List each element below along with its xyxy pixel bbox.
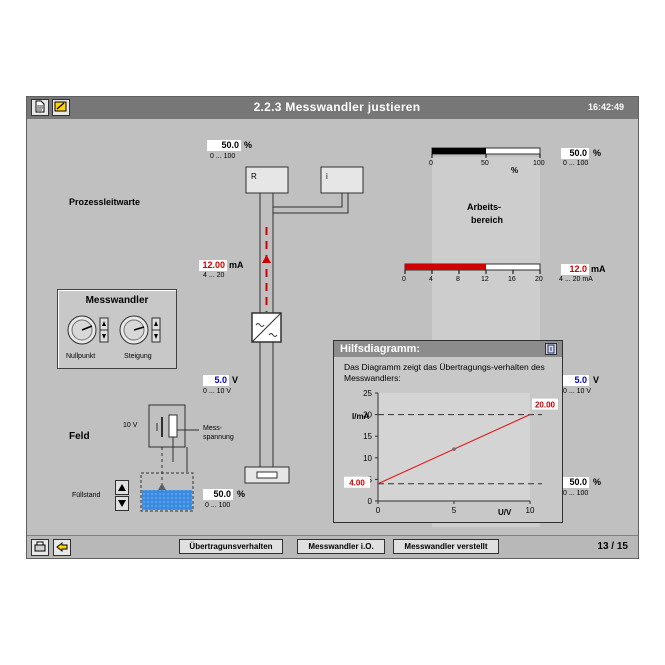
pct-bar-axis-label: % (511, 166, 519, 175)
tank (140, 472, 194, 512)
fill-down-button[interactable] (115, 496, 129, 511)
fuellstand-label: Füllstand (72, 492, 101, 499)
feld-label: Feld (69, 431, 90, 442)
i-block-label: i (326, 172, 328, 181)
uebertragungsverhalten-button[interactable]: Übertragunsverhalten (179, 539, 283, 554)
cur-bar-tick-20: 20 (535, 276, 543, 283)
voltage-range: 0 ... 10 V (203, 388, 232, 395)
right-current-range: 4 ... 20 mA (559, 276, 593, 283)
cur-bar-tick-8: 8 (456, 276, 460, 283)
right-percent-unit: % (593, 148, 602, 158)
right-voltage-range: 0 ... 10 V (563, 388, 592, 395)
back-icon[interactable] (53, 539, 71, 556)
chart-annotation-box (344, 476, 370, 488)
r-block (245, 166, 289, 194)
right-percent-value: 50.0 (561, 148, 589, 159)
pct-bar-tick-0: 0 (429, 160, 433, 167)
pct-bar-tick-100: 100 (533, 160, 545, 167)
right-current-value: 12.0 (561, 264, 589, 275)
printer-icon[interactable] (31, 539, 49, 556)
cur-bar-tick-4: 4 (429, 276, 433, 283)
chart-y-tick-label: 0 (368, 497, 373, 506)
chart-annotation-box (532, 398, 558, 410)
mess-label: Mess- (203, 425, 223, 432)
voltage-value: 5.0 (203, 375, 229, 386)
window-title: 2.2.3 Messwandler justieren (253, 100, 421, 114)
voltage-unit: V (232, 375, 239, 385)
chart-x-tick-label: 10 (526, 506, 535, 515)
chart-y-tick-label: 5 (368, 475, 373, 484)
help-title-bar: Hilfsdiagramm: (334, 341, 562, 357)
voltage-source-label: 10 V (123, 422, 138, 429)
chart-x-tick-label: 0 (376, 506, 381, 515)
r-block-label: R (251, 172, 257, 181)
top-percent-value: 50.0 (207, 140, 241, 151)
right-current-unit: mA (591, 264, 606, 274)
current-arrow (262, 255, 271, 263)
chart-y-tick-label: 15 (363, 432, 372, 441)
cur-bar-tick-12: 12 (481, 276, 489, 283)
prozessleitwarte-label: Prozessleitwarte (69, 197, 141, 207)
messwandler-io-button[interactable]: Messwandler i.O. (297, 539, 385, 554)
right-bottom-percent-range: 0 ... 100 (563, 490, 589, 497)
right-bottom-percent-unit: % (593, 477, 602, 487)
help-chart: 0 5 10 15 20 25 0 5 10 I/mA U/V 20.00 4.00 (344, 389, 558, 517)
help-title: Hilfsdiagramm: (340, 343, 421, 355)
cur-bar-tick-16: 16 (508, 276, 516, 283)
knobs (67, 315, 161, 345)
steigung-label: Steigung (124, 353, 152, 360)
help-window: Hilfsdiagramm: Das Diagramm zeigt das Üb… (333, 340, 563, 523)
arbeitsbereich-label-2: bereich (471, 215, 504, 225)
fill-percent-range: 0 ... 100 (205, 502, 231, 509)
current-value: 12.00 (199, 260, 227, 271)
info-icon[interactable] (545, 343, 557, 355)
percent-bar-fill (432, 148, 486, 154)
right-voltage-value: 5.0 (563, 375, 589, 386)
edit-icon[interactable] (52, 99, 70, 116)
page-indicator: 13 / 15 (597, 541, 628, 552)
chart-y-tick-label: 10 (363, 454, 372, 463)
messwandler-panel: Messwandler Nullpunkt Steigung (57, 289, 177, 369)
messwandler-verstellt-button[interactable]: Messwandler verstellt (393, 539, 499, 554)
chart-x-label: U/V (498, 508, 512, 517)
right-bottom-percent-value: 50.0 (561, 477, 589, 488)
fill-percent-unit: % (237, 489, 246, 499)
chart-plot-area (378, 393, 530, 501)
app-window: 2.2.3 Messwandler justieren 16:42:49 (26, 96, 639, 559)
chart-y-tick-label: 20 (363, 411, 372, 420)
chart-annotation-label: 4.00 (349, 479, 365, 488)
current-bar-fill (405, 264, 486, 270)
chart-annotation-label: 20.00 (535, 401, 556, 410)
fill-percent-value: 50.0 (203, 489, 233, 500)
status-bar: Übertragunsverhalten Messwandler i.O. Me… (27, 535, 638, 558)
clock: 16:42:49 (587, 102, 624, 112)
title-bar: 2.2.3 Messwandler justieren 16:42:49 (27, 97, 638, 119)
pct-bar-tick-50: 50 (481, 160, 489, 167)
fill-up-button[interactable] (115, 480, 129, 495)
chart-x-tick-label: 5 (452, 506, 457, 515)
cur-bar-tick-0: 0 (402, 276, 406, 283)
document-icon[interactable] (31, 99, 49, 116)
chart-marker-point (452, 447, 456, 451)
top-percent-range: 0 ... 100 (210, 153, 236, 160)
arbeitsbereich-label-1: Arbeits- (467, 202, 502, 212)
top-percent-unit: % (244, 140, 253, 150)
right-voltage-unit: V (593, 375, 600, 385)
chart-y-label: I/mA (352, 412, 370, 421)
current-unit: mA (229, 260, 244, 270)
nullpunkt-label: Nullpunkt (66, 353, 96, 360)
current-range: 4 ... 20 (203, 272, 225, 279)
right-percent-range: 0 ... 100 (563, 160, 589, 167)
spannung-label: spannung (203, 434, 234, 441)
help-text: Das Diagramm zeigt das Übertragungs-verh… (344, 362, 545, 383)
messwandler-title: Messwandler (85, 295, 149, 306)
chart-y-tick-label: 25 (363, 389, 372, 398)
